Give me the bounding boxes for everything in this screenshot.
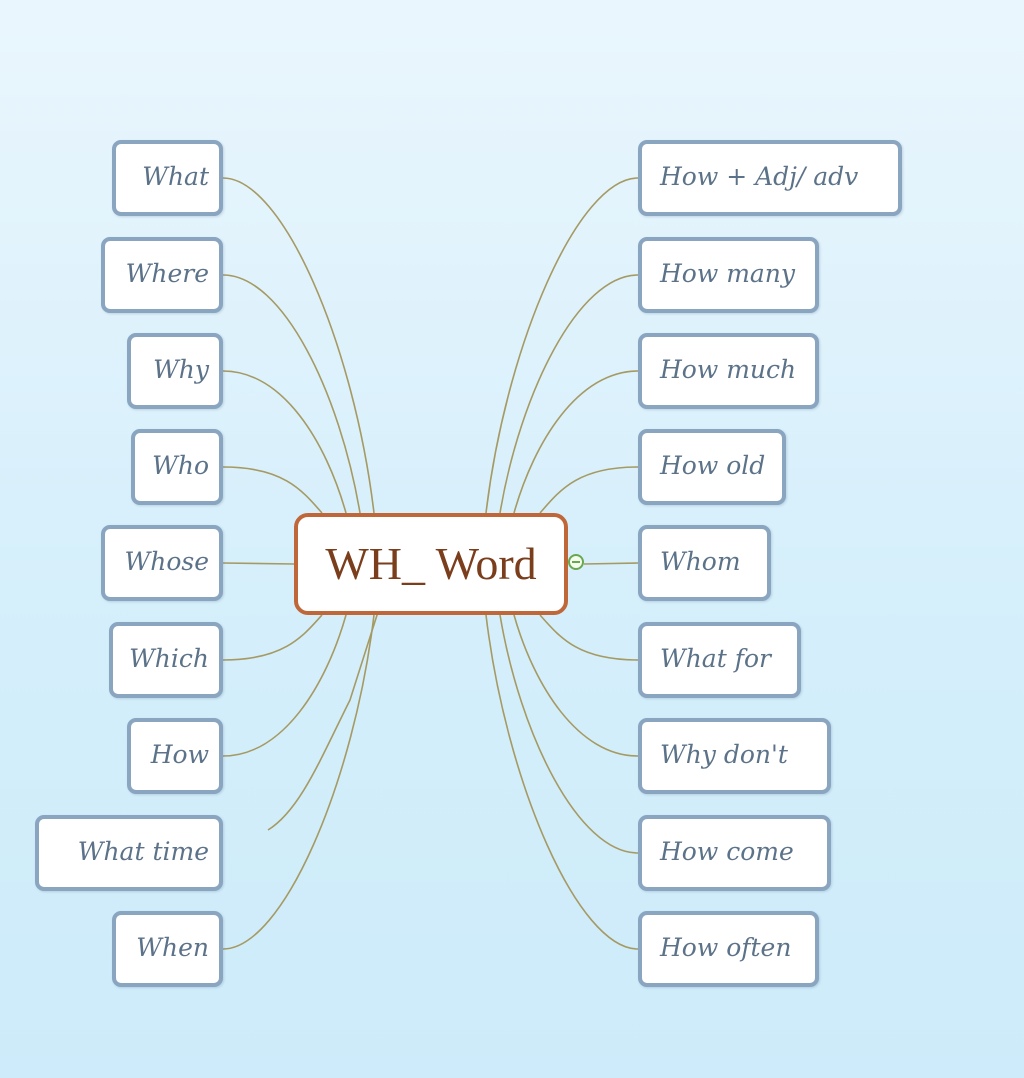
connector-line — [222, 466, 323, 514]
connector-line — [222, 562, 295, 565]
connector-line — [513, 370, 639, 514]
connector-line — [513, 614, 639, 757]
topic-how-many[interactable]: How many — [638, 237, 819, 313]
topic-which[interactable]: Which — [109, 622, 223, 698]
connector-line — [222, 614, 323, 661]
topic-how-much[interactable]: How much — [638, 333, 819, 409]
topic-whose[interactable]: Whose — [101, 525, 223, 601]
topic-why-don-t[interactable]: Why don't — [638, 718, 831, 794]
topic-when[interactable]: When — [112, 911, 223, 987]
connector-line — [485, 614, 639, 950]
topic-where[interactable]: Where — [101, 237, 223, 313]
topic-how-often[interactable]: How often — [638, 911, 819, 987]
connector-line — [222, 614, 347, 757]
topic-how[interactable]: How — [127, 718, 223, 794]
connector-line — [222, 177, 375, 514]
topic-how-adj-adv[interactable]: How + Adj/ adv — [638, 140, 902, 216]
topic-who[interactable]: Who — [131, 429, 223, 505]
topic-what-time[interactable]: What time — [35, 815, 223, 891]
connector-line — [539, 466, 639, 514]
topic-why[interactable]: Why — [127, 333, 223, 409]
connector-line — [485, 177, 639, 514]
topic-what[interactable]: What — [112, 140, 223, 216]
topic-whom[interactable]: Whom — [638, 525, 771, 601]
connector-line — [222, 614, 375, 950]
topic-how-old[interactable]: How old — [638, 429, 786, 505]
connector-line — [499, 614, 639, 854]
connector-line — [267, 611, 379, 831]
minus-circle-icon[interactable] — [568, 554, 584, 570]
connector-lines — [222, 177, 639, 950]
central-topic[interactable]: WH_ Word — [294, 513, 568, 615]
connector-line — [499, 274, 639, 514]
topic-how-come[interactable]: How come — [638, 815, 831, 891]
connector-line — [539, 614, 639, 661]
connector-line — [222, 370, 347, 514]
connector-line — [222, 274, 361, 514]
connector-line — [583, 562, 639, 565]
topic-what-for[interactable]: What for — [638, 622, 801, 698]
